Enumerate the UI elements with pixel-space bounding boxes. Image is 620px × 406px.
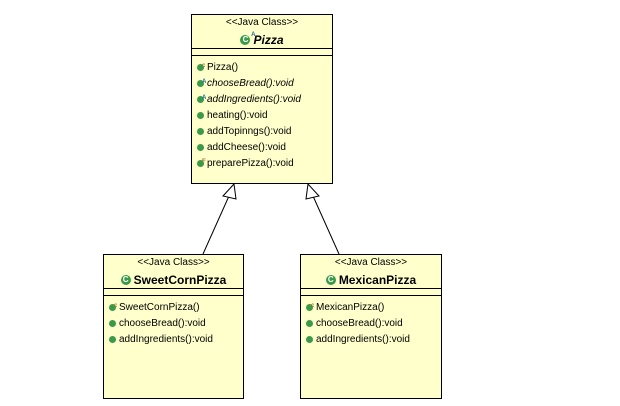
operation-item: preparePizza():void <box>197 154 332 172</box>
public-method-icon <box>306 336 313 343</box>
class-header: <<Java Class>> C SweetCornPizza <box>104 255 243 289</box>
operation-label: chooseBread():void <box>316 317 403 329</box>
abstract-method-icon <box>197 74 206 90</box>
mexican-to-pizza-line <box>312 195 340 255</box>
constructor-icon <box>197 58 205 74</box>
public-method-icon <box>109 320 116 327</box>
operation-item: addIngredients():void <box>197 90 332 108</box>
operations-list: SweetCornPizza() chooseBread():void addI… <box>104 296 243 348</box>
operation-label: addIngredients():void <box>207 93 301 105</box>
class-sweetcornpizza[interactable]: <<Java Class>> C SweetCornPizza SweetCor… <box>103 254 244 399</box>
operation-item: chooseBread():void <box>109 316 243 332</box>
operation-item: chooseBread():void <box>306 316 441 332</box>
operation-label: addIngredients():void <box>119 333 213 345</box>
operation-label: SweetCornPizza() <box>119 301 200 313</box>
class-header: <<Java Class>> C Pizza <box>192 15 332 49</box>
operations-list: MexicanPizza() chooseBread():void addIng… <box>301 296 441 348</box>
operation-label: chooseBread():void <box>119 317 206 329</box>
constructor-icon <box>109 298 117 314</box>
operation-item: Pizza() <box>197 58 332 76</box>
public-method-icon <box>306 320 313 327</box>
sweetcorn-to-pizza-line <box>202 195 230 255</box>
operation-item: addIngredients():void <box>306 332 441 348</box>
final-method-icon <box>197 154 206 170</box>
class-header: <<Java Class>> C MexicanPizza <box>301 255 441 289</box>
operation-item: addCheese():void <box>197 140 332 156</box>
operation-label: addTopinngs():void <box>207 125 292 137</box>
constructor-icon <box>306 298 314 314</box>
class-name-text: Pizza <box>253 32 284 47</box>
sweetcorn-generalization-arrowhead <box>222 182 237 200</box>
mexican-generalization-arrowhead <box>305 182 320 200</box>
operation-item: chooseBread():void <box>197 74 332 92</box>
operations-list: Pizza() chooseBread():void addIngredient… <box>192 56 332 172</box>
stereotype-label: <<Java Class>> <box>334 257 408 268</box>
attributes-section <box>192 49 332 56</box>
operation-label: addCheese():void <box>207 141 286 153</box>
operation-item: MexicanPizza() <box>306 298 441 316</box>
operation-label: chooseBread():void <box>207 77 294 89</box>
class-name-text: MexicanPizza <box>338 272 417 287</box>
attributes-section <box>301 289 441 296</box>
operation-label: addIngredients():void <box>316 333 410 345</box>
stereotype-label: <<Java Class>> <box>137 257 210 268</box>
abstract-class-icon: C <box>240 30 255 45</box>
class-name: C SweetCornPizza <box>120 272 227 288</box>
abstract-method-icon <box>197 90 206 106</box>
class-name: C Pizza <box>240 30 284 48</box>
class-icon: C <box>120 275 131 285</box>
public-method-icon <box>197 128 204 135</box>
class-icon: C <box>325 275 336 285</box>
operation-label: MexicanPizza() <box>316 301 385 313</box>
class-name: C MexicanPizza <box>325 272 417 288</box>
attributes-section <box>104 289 243 296</box>
public-method-icon <box>109 336 116 343</box>
operation-item: addIngredients():void <box>109 332 243 348</box>
operation-label: Pizza() <box>207 61 239 73</box>
public-method-icon <box>197 112 204 119</box>
operation-label: heating():void <box>207 109 268 121</box>
operation-label: preparePizza():void <box>207 157 294 169</box>
class-pizza[interactable]: <<Java Class>> C Pizza Pizza() chooseBre… <box>191 14 333 184</box>
operation-item: heating():void <box>197 108 332 124</box>
class-mexicanpizza[interactable]: <<Java Class>> C MexicanPizza MexicanPiz… <box>300 254 442 399</box>
class-name-text: SweetCornPizza <box>133 272 227 287</box>
operation-item: SweetCornPizza() <box>109 298 243 316</box>
public-method-icon <box>197 144 204 151</box>
stereotype-label: <<Java Class>> <box>225 17 299 28</box>
operation-item: addTopinngs():void <box>197 124 332 140</box>
